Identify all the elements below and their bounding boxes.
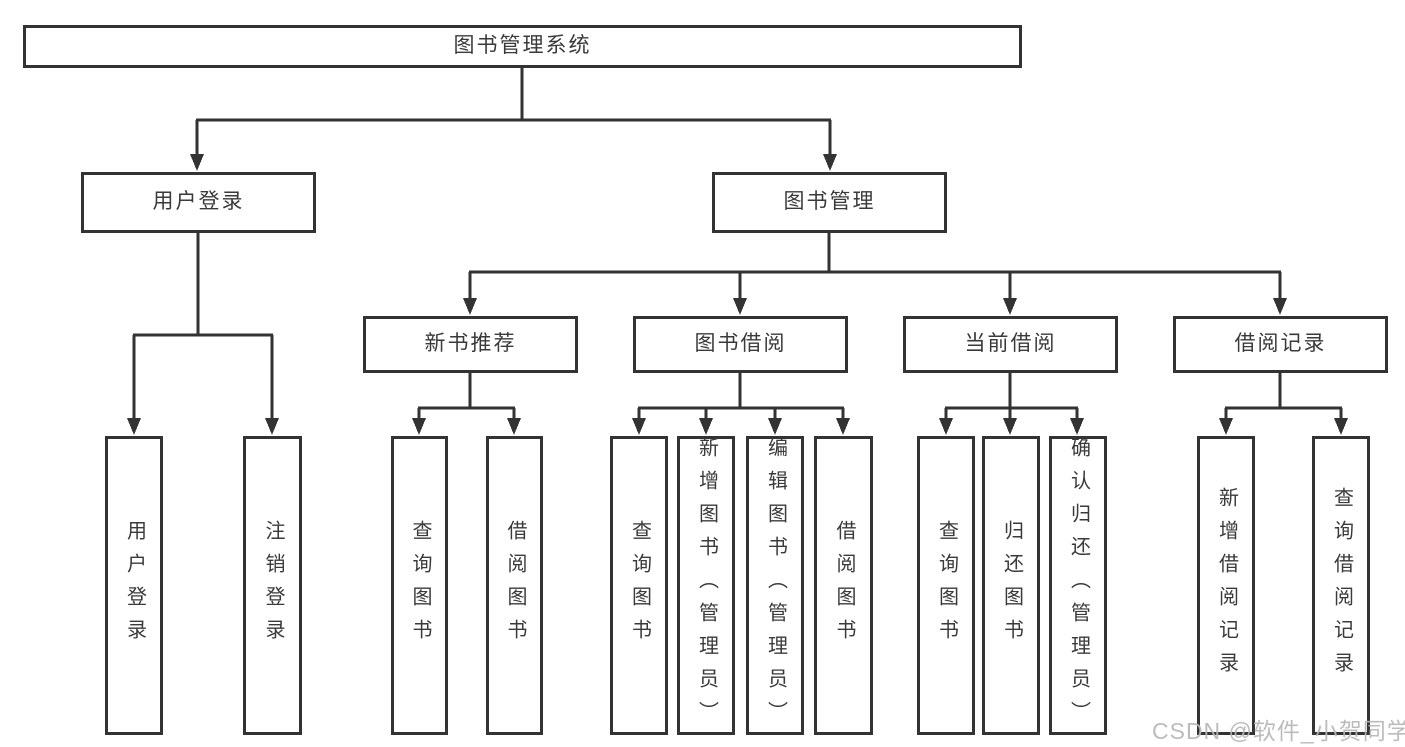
node-user-login: 用户登录: [81, 172, 316, 233]
csdn-watermark: CSDN @软件_小贺同学: [1152, 718, 1405, 744]
leaf-borrow-books-2: 借阅图书: [814, 436, 873, 735]
node-new-book-recommend: 新书推荐: [363, 316, 578, 373]
leaf-query-books-1: 查询图书: [391, 436, 448, 735]
leaf-confirm-return-admin: 确认归还（管理员）: [1049, 436, 1107, 735]
leaf-user-login: 用户登录: [105, 436, 163, 735]
leaf-query-books-3: 查询图书: [917, 436, 975, 735]
leaf-add-borrow-record: 新增借阅记录: [1197, 436, 1255, 735]
leaf-query-borrow-record: 查询借阅记录: [1312, 436, 1370, 735]
node-current-borrow: 当前借阅: [903, 316, 1118, 373]
node-book-management: 图书管理: [712, 172, 947, 233]
leaf-logout: 注销登录: [243, 436, 302, 735]
node-book-borrow: 图书借阅: [633, 316, 848, 373]
leaf-borrow-books-1: 借阅图书: [486, 436, 543, 735]
leaf-add-books-admin: 新增图书（管理员）: [677, 436, 735, 735]
node-root: 图书管理系统: [23, 25, 1022, 68]
leaf-query-books-2: 查询图书: [610, 436, 668, 735]
leaf-edit-books-admin: 编辑图书（管理员）: [746, 436, 804, 735]
leaf-return-books: 归还图书: [982, 436, 1040, 735]
node-borrow-records: 借阅记录: [1173, 316, 1388, 373]
